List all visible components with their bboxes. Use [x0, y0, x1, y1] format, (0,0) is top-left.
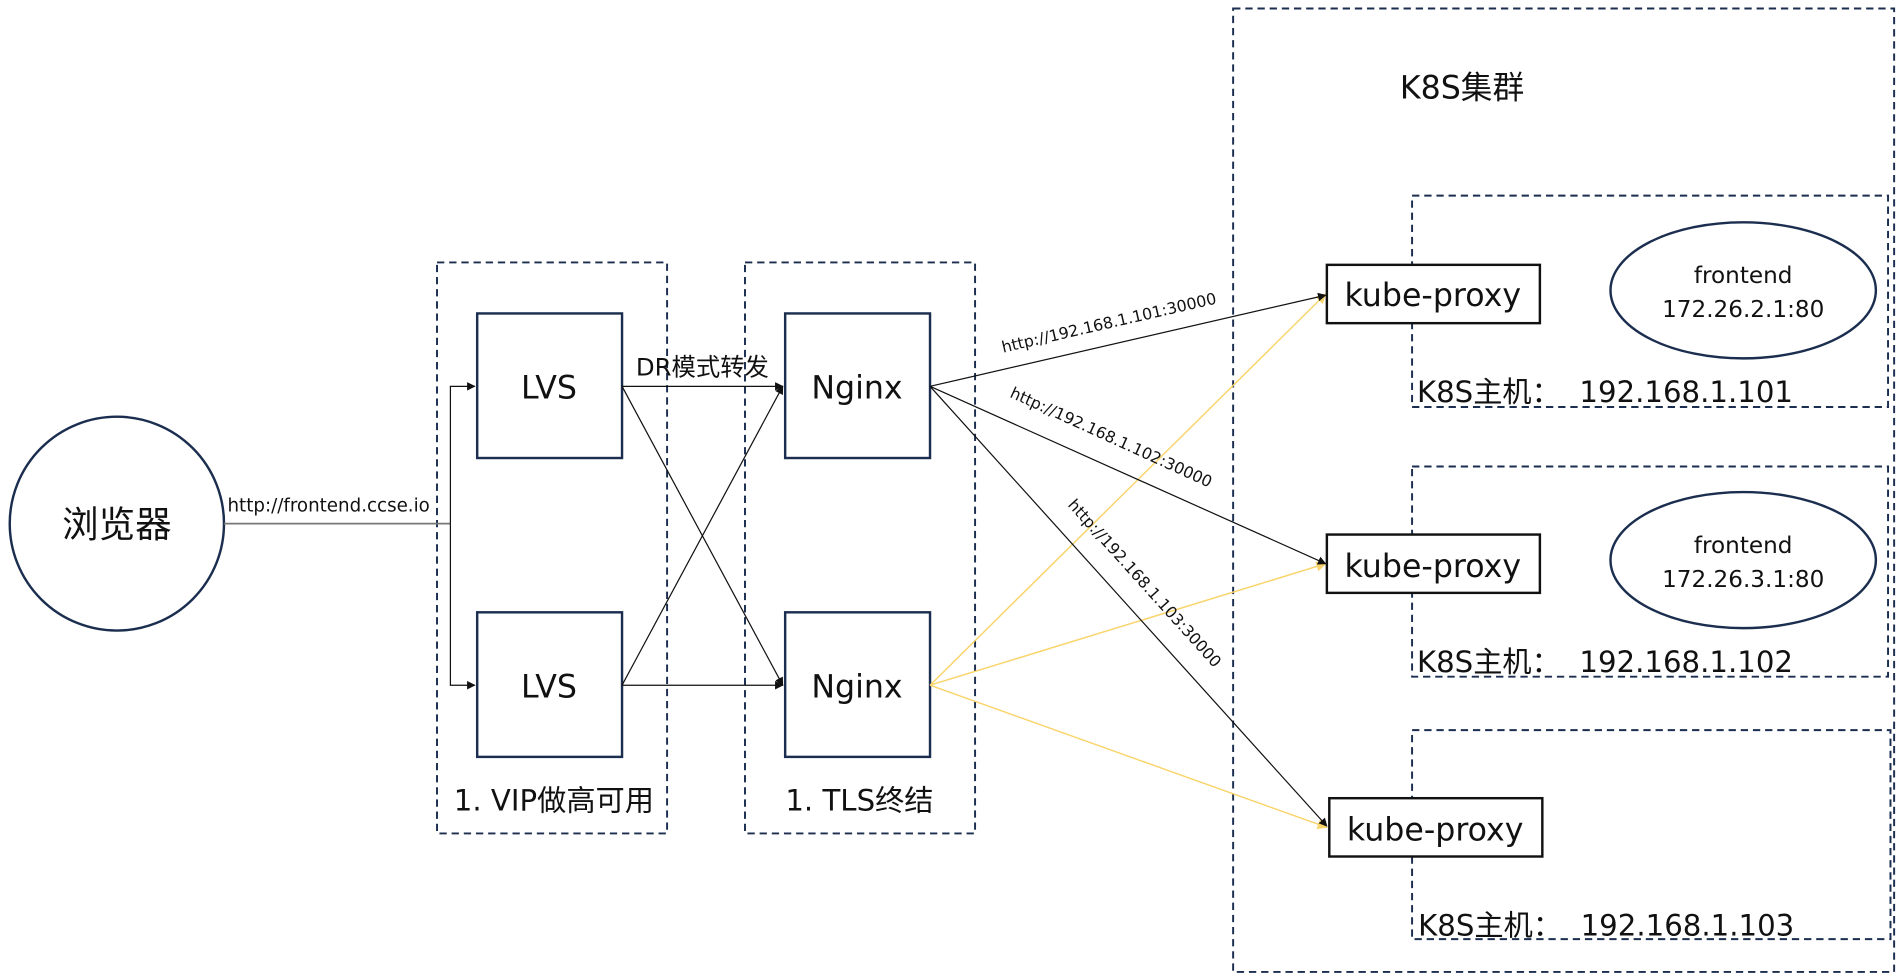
tls-group-label: 1. TLS终结 — [785, 783, 933, 817]
edge-to-lvs-1 — [449, 382, 476, 524]
k8s-host-3-label: K8S主机： 192.168.1.103 — [1418, 909, 1794, 943]
edge-nginx2-kp2 — [929, 561, 1327, 686]
frontend-pod-1[interactable] — [1609, 221, 1878, 360]
nginx-node-2-label: Nginx — [811, 669, 902, 705]
edge-label-host-101: http://192.168.1.101:30000 — [1000, 289, 1218, 357]
edge-nginx2-kp1 — [929, 293, 1327, 686]
browser-edge-label: http://frontend.ccse.io — [227, 495, 429, 516]
nginx-node-1-label: Nginx — [811, 371, 902, 407]
edge-label-host-103: http://192.168.1.103:30000 — [1064, 495, 1225, 671]
kube-proxy-1-label: kube-proxy — [1344, 278, 1521, 314]
edge-lvs2-nginx1 — [621, 385, 784, 686]
browser-label: 浏览器 — [62, 503, 172, 546]
edge-nginx2-kp3 — [929, 684, 1328, 830]
k8s-host-2-label: K8S主机： 192.168.1.102 — [1417, 645, 1793, 679]
edge-nginx1-kp3 — [929, 385, 1328, 827]
edge-nginx1-kp1 — [929, 292, 1327, 387]
kube-proxy-2-label: kube-proxy — [1344, 549, 1521, 585]
k8s-host-1-label: K8S主机： 192.168.1.101 — [1417, 375, 1793, 409]
vip-group-label: 1. VIP做高可用 — [454, 783, 654, 817]
k8s-cluster-group — [1232, 7, 1896, 973]
edge-label-host-102: http://192.168.1.102:30000 — [1007, 383, 1215, 491]
kube-proxy-3-label: kube-proxy — [1347, 813, 1524, 849]
lvs-node-2-label: LVS — [521, 669, 577, 705]
k8s-cluster-label: K8S集群 — [1400, 70, 1524, 106]
frontend-pod-2-name: frontend — [1694, 533, 1793, 559]
nginx-node-2[interactable] — [783, 611, 932, 759]
lvs-node-1[interactable] — [475, 312, 624, 460]
edge-nginx1-kp2 — [929, 385, 1327, 565]
frontend-pod-2[interactable] — [1609, 490, 1878, 630]
frontend-pod-1-addr: 172.26.2.1:80 — [1662, 297, 1824, 323]
frontend-pod-1-name: frontend — [1694, 263, 1793, 289]
dr-mode-label: DR模式转发 — [636, 352, 769, 381]
tls-group — [744, 261, 977, 835]
lvs-node-1-label: LVS — [521, 371, 577, 407]
vip-group — [436, 261, 669, 835]
kube-proxy-3[interactable] — [1328, 796, 1544, 858]
kube-proxy-2[interactable] — [1325, 533, 1542, 595]
kube-proxy-1[interactable] — [1325, 263, 1542, 325]
nginx-node-1[interactable] — [783, 312, 932, 460]
edge-to-lvs-2 — [449, 523, 476, 690]
frontend-pod-2-addr: 172.26.3.1:80 — [1662, 567, 1824, 593]
